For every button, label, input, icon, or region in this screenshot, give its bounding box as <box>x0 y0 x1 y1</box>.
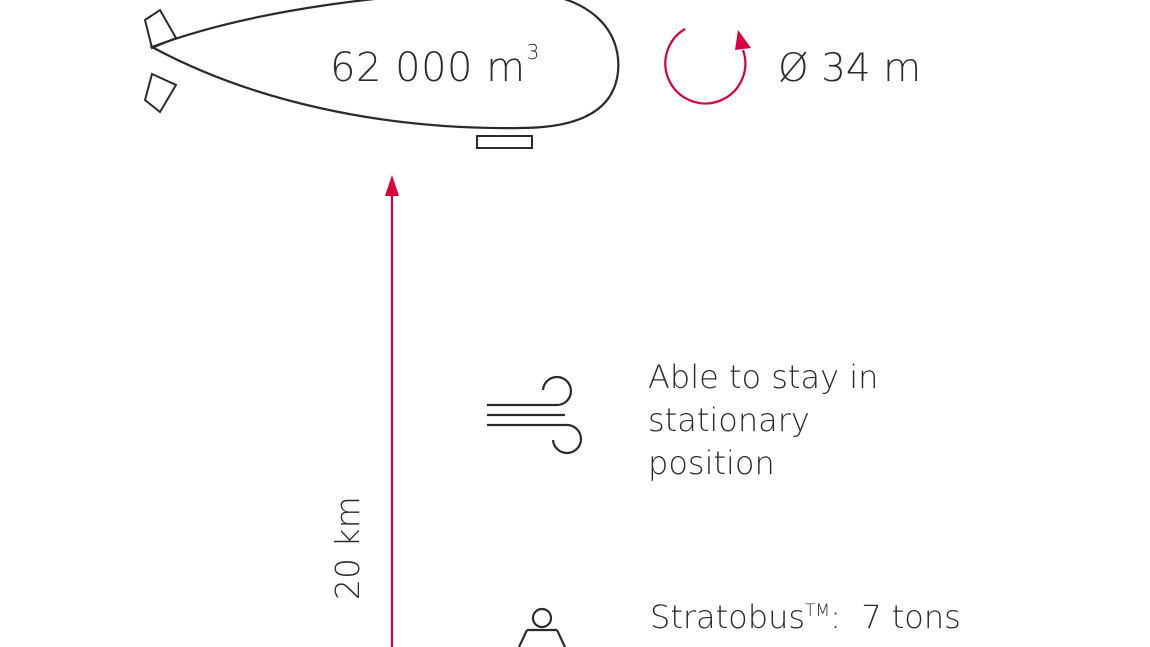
payload-value: 7 tons <box>861 598 961 636</box>
wind-icon <box>487 375 583 455</box>
airship-volume-label: 62 000 m3 <box>330 40 540 91</box>
volume-exponent: 3 <box>526 40 540 64</box>
trademark-mark: TM <box>805 601 831 621</box>
airship-upper-fin <box>143 8 178 50</box>
rotation-arrowhead-icon <box>735 30 751 50</box>
airship-hull <box>149 0 620 130</box>
weight-icon <box>518 607 566 647</box>
rotation-arrow-icon <box>664 28 747 105</box>
airship-gondola <box>476 135 533 149</box>
altitude-label: 20 km <box>328 496 367 600</box>
airship-lower-fin <box>143 72 178 114</box>
stationary-line: stationary <box>648 401 810 439</box>
payload-name: Stratobus <box>650 598 806 636</box>
diameter-label: Ø 34 m <box>778 46 922 91</box>
payload-mass-label: StratobusTM: 7 tons <box>650 598 961 636</box>
payload-separator: : <box>830 598 841 636</box>
stationary-line: Able to stay in <box>648 358 879 396</box>
stationary-line: position <box>648 444 775 482</box>
stationary-description: Able to stay in stationary position <box>648 356 968 485</box>
altitude-arrowhead-icon <box>385 175 399 196</box>
